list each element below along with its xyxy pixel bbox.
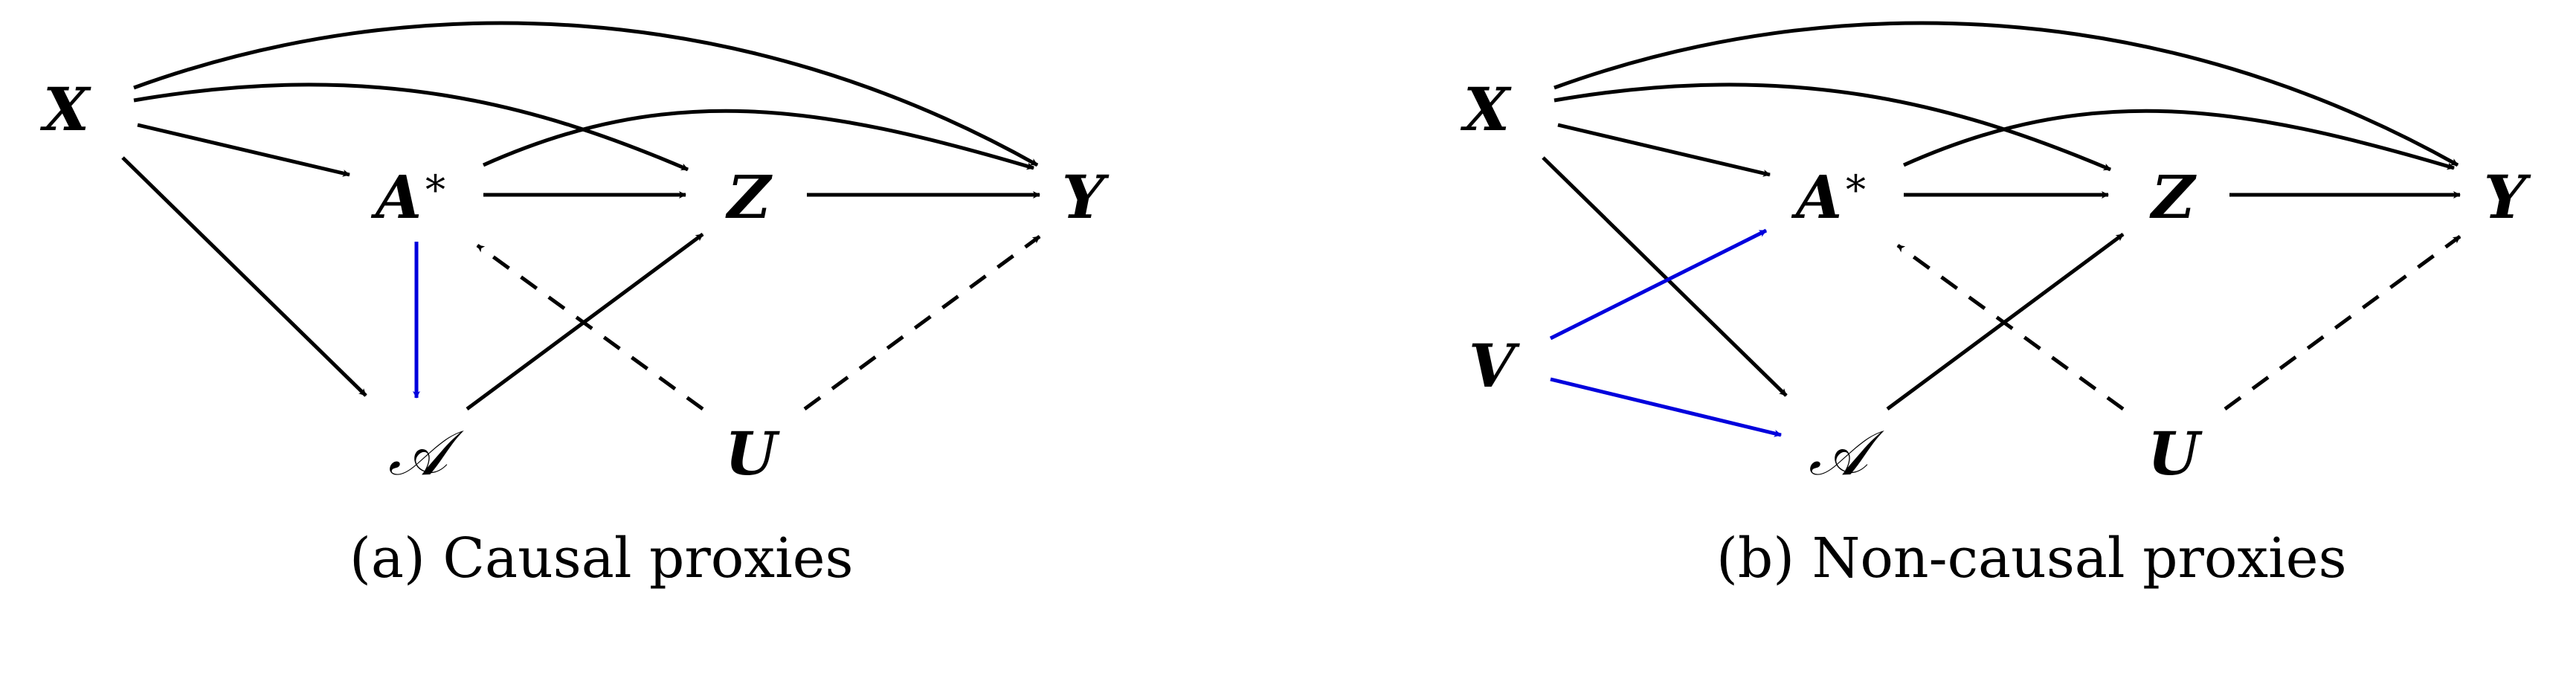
edge-x-to-y bbox=[133, 21, 1039, 167]
panel-b: X V A∗ 𝒜 Z U Y (b) Non-causal proxies bbox=[1460, 21, 2531, 590]
node-y: Y bbox=[2484, 162, 2531, 232]
node-a-star-superscript: ∗ bbox=[1842, 158, 1870, 205]
node-v: V bbox=[1469, 331, 1520, 401]
node-z: Z bbox=[2149, 162, 2197, 232]
edge-x-to-z bbox=[133, 83, 689, 172]
edge-u-to-a-star bbox=[1896, 243, 2125, 411]
edge-x-to-a-cal bbox=[121, 156, 367, 397]
node-y: Y bbox=[1062, 162, 1110, 232]
node-z: Z bbox=[725, 162, 773, 232]
node-u: U bbox=[2148, 419, 2203, 489]
edge-u-to-a-star bbox=[476, 243, 704, 411]
node-a-star-superscript: ∗ bbox=[422, 158, 449, 205]
edge-x-to-a-star bbox=[1557, 123, 1771, 177]
node-x: X bbox=[1460, 74, 1512, 144]
node-a-calligraphic: 𝒜 bbox=[1809, 416, 1884, 489]
node-x: X bbox=[39, 74, 91, 144]
node-a-star: A∗ bbox=[370, 158, 449, 232]
edge-v-to-a-cal bbox=[1550, 377, 1782, 437]
caption-a: (a) Causal proxies bbox=[350, 526, 854, 590]
edge-v-to-a-star bbox=[1549, 228, 1768, 341]
node-u: U bbox=[725, 419, 780, 489]
edge-x-to-y bbox=[1553, 21, 2459, 167]
node-a-star-letter: A bbox=[1791, 162, 1842, 232]
node-a-star: A∗ bbox=[1791, 158, 1870, 232]
edge-x-to-a-star bbox=[137, 123, 350, 177]
edge-u-to-y bbox=[2224, 234, 2461, 411]
node-a-star-letter: A bbox=[370, 162, 422, 232]
edge-a-star-to-y bbox=[1902, 109, 2455, 170]
edge-x-to-z bbox=[1553, 83, 2111, 172]
caption-b: (b) Non-causal proxies bbox=[1716, 526, 2347, 590]
edge-u-to-y bbox=[803, 234, 1041, 411]
node-a-calligraphic: 𝒜 bbox=[388, 416, 464, 489]
edge-a-star-to-y bbox=[482, 109, 1034, 170]
panel-a: X A∗ 𝒜 Z U Y (a) Causal proxies bbox=[39, 21, 1110, 590]
edge-x-to-a-cal bbox=[1542, 156, 1788, 397]
